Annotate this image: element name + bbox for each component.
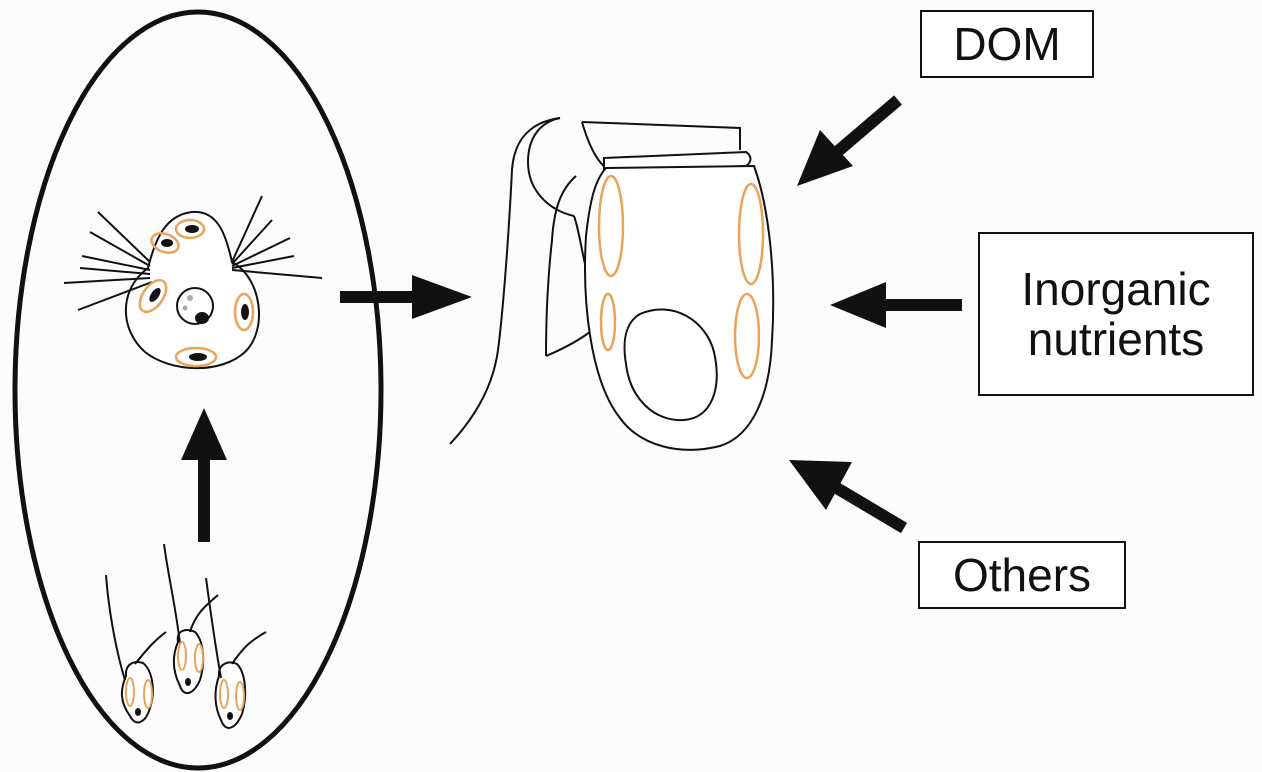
large-cell <box>450 118 773 450</box>
inorganic-arrow <box>830 282 962 328</box>
right-arrow <box>340 275 472 319</box>
label-others: Others <box>918 541 1126 609</box>
spiny-cell <box>64 196 322 368</box>
label-dom: DOM <box>920 10 1094 78</box>
small-flagellates <box>106 544 266 728</box>
dom-arrow <box>797 100 898 186</box>
others-arrow <box>789 460 904 528</box>
label-inorganic-nutrients: Inorganic nutrients <box>978 232 1254 396</box>
up-arrow <box>181 408 227 542</box>
